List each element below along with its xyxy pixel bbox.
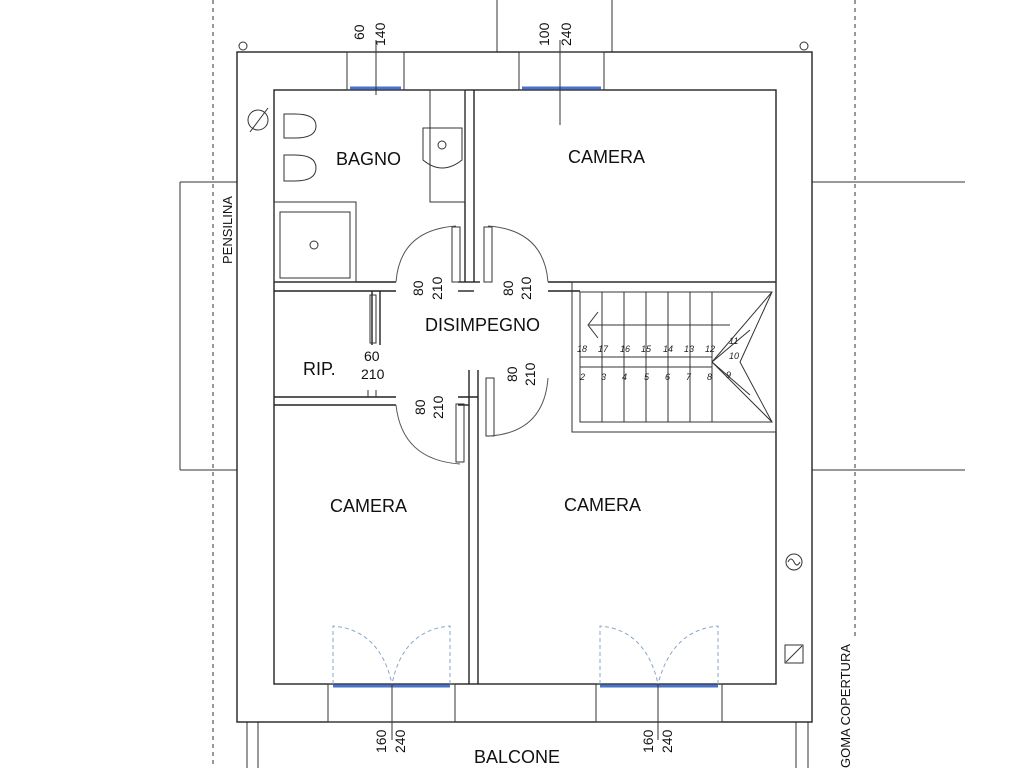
stair-numbers: 18 17 16 15 14 13 12 2 3 4 5 6 7 8 11 10… [577, 336, 739, 382]
window-camera-top-height: 240 [558, 22, 574, 46]
window-bagno-width: 60 [351, 24, 367, 40]
window-camera-left-height: 240 [392, 729, 408, 753]
door-camera-left-height: 210 [430, 395, 446, 419]
window-camera-right-height: 240 [659, 729, 675, 753]
windows [327, 40, 723, 740]
room-label-bagno: BAGNO [336, 149, 401, 169]
room-label-camera-top: CAMERA [568, 147, 645, 167]
stair-step-11: 11 [729, 336, 738, 346]
balcone-label: BALCONE [474, 747, 560, 767]
interior-walls [274, 90, 776, 684]
door-rip-height: 210 [361, 366, 385, 382]
door-rip-width: 60 [364, 348, 380, 364]
stair-step-2: 2 [579, 372, 585, 382]
exterior-context [179, 0, 965, 768]
stair-step-6: 6 [665, 372, 670, 382]
stair-step-14: 14 [663, 344, 673, 354]
window-camera-right-width: 160 [640, 729, 656, 753]
door-bagno-width: 80 [410, 280, 426, 296]
doors [369, 225, 549, 465]
outer-walls [236, 51, 813, 723]
door-bagno-height: 210 [429, 276, 445, 300]
stair-step-16: 16 [620, 344, 630, 354]
stair-step-15: 15 [641, 344, 652, 354]
window-bagno-height: 140 [372, 22, 388, 46]
stair-step-3: 3 [601, 372, 606, 382]
room-label-disimpegno: DISIMPEGNO [425, 315, 540, 335]
stair-step-9: 9 [726, 370, 731, 380]
stair-step-5: 5 [644, 372, 650, 382]
staircase [571, 281, 777, 433]
room-label-rip: RIP. [303, 359, 336, 379]
door-camera-top-width: 80 [500, 280, 516, 296]
window-camera-left-width: 160 [373, 729, 389, 753]
stair-step-10: 10 [729, 351, 739, 361]
room-label-camera-left: CAMERA [330, 496, 407, 516]
door-camera-right-width: 80 [504, 366, 520, 382]
stair-step-8: 8 [707, 372, 712, 382]
stair-step-12: 12 [705, 344, 715, 354]
door-camera-top-height: 210 [518, 276, 534, 300]
bathroom-fixtures [247, 89, 466, 283]
stair-step-17: 17 [598, 344, 609, 354]
stair-step-18: 18 [577, 344, 587, 354]
door-camera-left-width: 80 [412, 399, 428, 415]
stair-step-7: 7 [686, 372, 692, 382]
utility-symbols [784, 553, 804, 664]
stair-step-4: 4 [622, 372, 627, 382]
stair-step-13: 13 [684, 344, 694, 354]
pensilina-label: PENSILINA [220, 196, 235, 264]
door-camera-right-height: 210 [522, 362, 538, 386]
room-label-camera-right: CAMERA [564, 495, 641, 515]
window-camera-top-width: 100 [536, 22, 552, 46]
goma-copertura-label: GOMA COPERTURA [838, 644, 853, 768]
